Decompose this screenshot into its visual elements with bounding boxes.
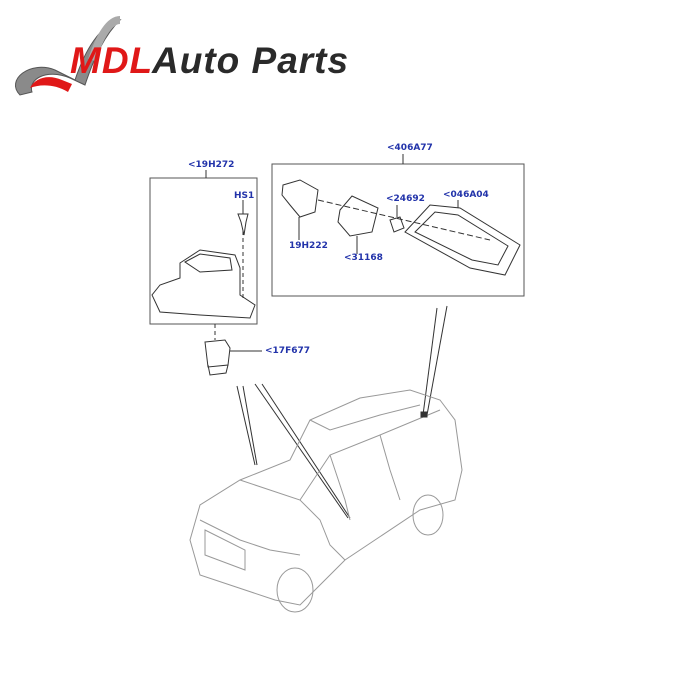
callout-24692[interactable]: <24692 xyxy=(386,194,425,204)
callout-046a04[interactable]: <046A04 xyxy=(443,190,489,200)
callout-406a77[interactable]: <406A77 xyxy=(387,143,433,153)
vehicle-outline xyxy=(189,389,463,613)
callout-19h272[interactable]: <19H272 xyxy=(188,160,235,170)
callout-17f677[interactable]: <17F677 xyxy=(265,346,310,356)
callout-hs1[interactable]: HS1 xyxy=(234,191,255,201)
logo-name: Auto Parts xyxy=(152,40,350,81)
overhead-parts xyxy=(281,179,521,276)
connector-17f677 xyxy=(204,324,262,376)
group-boxes xyxy=(149,154,525,325)
sensor-housing-part xyxy=(151,200,256,319)
logo-brand: MDL xyxy=(70,40,154,81)
callout-31168[interactable]: <31168 xyxy=(344,253,383,263)
callout-19h222[interactable]: 19H222 xyxy=(289,241,328,251)
leader-lines xyxy=(236,305,448,519)
